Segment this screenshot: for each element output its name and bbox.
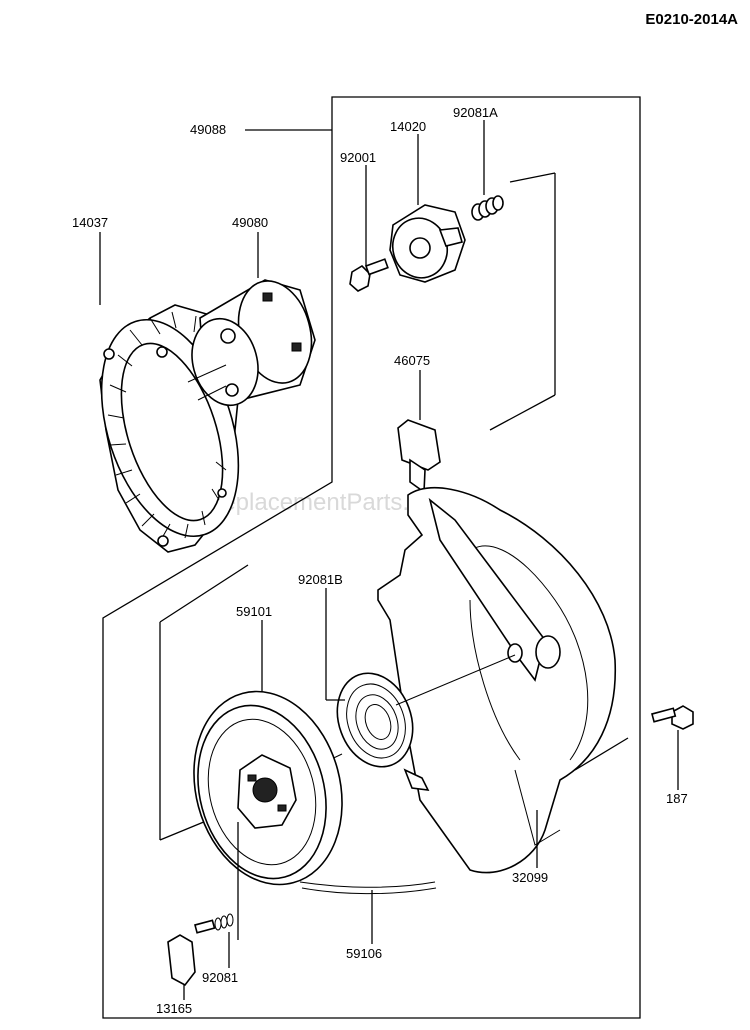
label-49080: 49080 [232,215,268,230]
label-92081a: 92081A [453,105,498,120]
cam-14020 [389,204,466,283]
bolt-92001 [349,258,389,292]
label-14037: 14037 [72,215,108,230]
spring-92081a [471,195,504,221]
label-92081b: 92081B [298,572,343,587]
label-92001: 92001 [340,150,376,165]
diagram-code: E0210-2014A [645,11,738,28]
recoil-spring-92081b [295,654,516,791]
reel-59101 [193,690,437,895]
label-187: 187 [666,791,688,806]
label-32099: 32099 [512,870,548,885]
label-59101: 59101 [236,604,272,619]
pawl-46075 [397,419,441,494]
starter-case-32099 [377,487,617,874]
label-49088: 49088 [190,122,226,137]
label-92081: 92081 [202,970,238,985]
hub-49080 [187,279,316,407]
label-46075: 46075 [394,353,430,368]
label-14020: 14020 [390,119,426,134]
assembly-frame [102,96,641,1019]
leader-lines [99,120,679,1000]
label-59106: 59106 [346,946,382,961]
label-13165: 13165 [156,1001,192,1016]
bolt-187 [651,705,694,730]
handle-13165 [167,913,234,987]
part-labels: 49088 14020 92081A 92001 14037 49080 460… [72,105,688,1016]
